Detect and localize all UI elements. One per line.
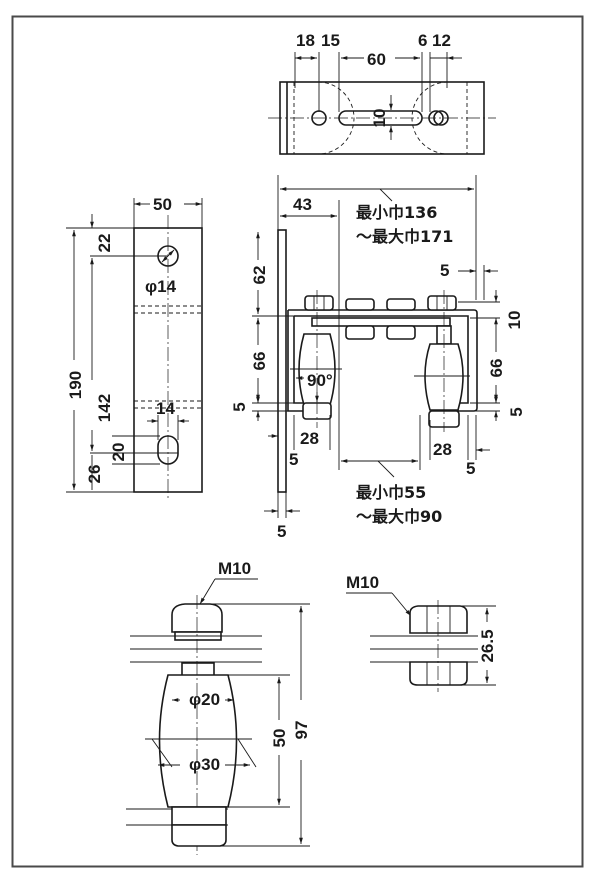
dim-43: 43 xyxy=(293,195,312,214)
dim-phi20: φ20 xyxy=(189,690,220,709)
nut-top-right xyxy=(427,295,457,311)
overall-width-max: ～最大巾171 xyxy=(356,227,453,246)
dim-62: 62 xyxy=(250,266,269,285)
inner-width-max: ～最大巾90 xyxy=(356,507,442,526)
dim-142: 142 xyxy=(95,394,114,422)
nut-top-left xyxy=(304,295,334,311)
dim-66-left: 66 xyxy=(250,352,269,371)
dim-22: 22 xyxy=(95,234,114,253)
dim-60: 60 xyxy=(367,50,386,69)
nut-top-mid1 xyxy=(345,298,375,340)
dim-5-left: 5 xyxy=(230,402,249,411)
dim-5-gap-right: 5 xyxy=(466,459,475,478)
top-view: 18 15 60 6 12 10 xyxy=(268,31,496,155)
dim-28-right: 28 xyxy=(433,440,452,459)
dim-5-plate: 5 xyxy=(277,522,286,541)
dim-12: 12 xyxy=(432,31,451,50)
dim-10-slot: 10 xyxy=(370,109,389,128)
dim-50-roller: 50 xyxy=(270,729,289,748)
dim-6: 6 xyxy=(418,31,427,50)
drawing-frame xyxy=(11,15,584,868)
dim-phi30: φ30 xyxy=(189,755,220,774)
dim-190: 190 xyxy=(66,371,85,399)
dim-50: 50 xyxy=(153,195,172,214)
dim-26-5: 26.5 xyxy=(478,629,497,662)
dim-14-slot: 14 xyxy=(156,399,175,418)
dim-66-right: 66 xyxy=(487,359,506,378)
roller-view: M10 φ20 φ30 97 50 xyxy=(126,559,311,855)
roller-thread-label: M10 xyxy=(218,559,251,578)
overall-width-min: 最小巾136 xyxy=(356,203,437,222)
assembly-view: 43 最小巾136 ～最大巾171 90° xyxy=(230,175,526,541)
dim-20: 20 xyxy=(109,443,128,462)
dim-26: 26 xyxy=(85,465,104,484)
angle-90: 90° xyxy=(307,371,333,390)
roller-right xyxy=(424,343,464,411)
dim-5-gap-left: 5 xyxy=(289,450,298,469)
inner-width-min: 最小巾55 xyxy=(356,483,426,502)
dim-28-left: 28 xyxy=(300,429,319,448)
bracket-view: 50 190 22 142 26 20 14 φ14 xyxy=(66,195,203,500)
dim-5-right-top: 5 xyxy=(440,261,449,280)
bolt-view: M10 26.5 xyxy=(346,573,497,692)
dim-18: 18 xyxy=(296,31,315,50)
bolt-thread-label: M10 xyxy=(346,573,379,592)
dim-5-right: 5 xyxy=(507,407,526,416)
dim-10-right: 10 xyxy=(505,311,524,330)
dim-15: 15 xyxy=(321,31,340,50)
dim-97: 97 xyxy=(292,721,311,740)
dim-phi14: φ14 xyxy=(145,277,177,296)
nut-top-mid2 xyxy=(386,298,416,340)
